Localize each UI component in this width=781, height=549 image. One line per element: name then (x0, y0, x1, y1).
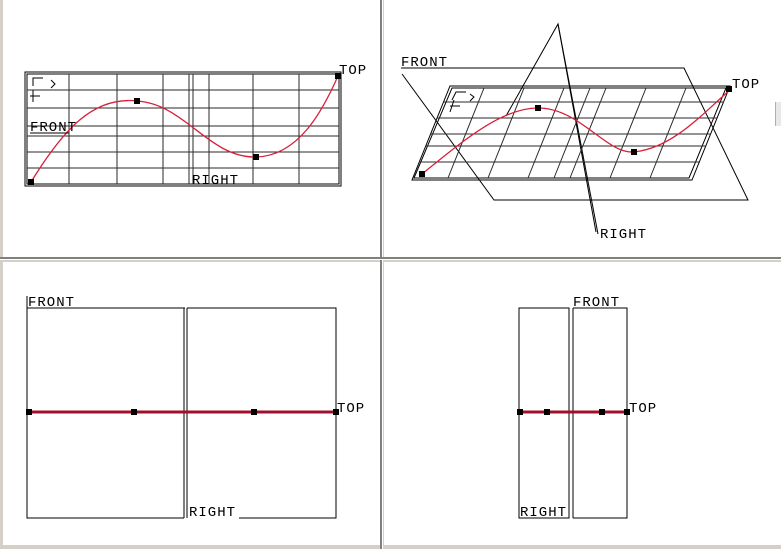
coordinate-system-icon (30, 77, 56, 102)
sketch-canvas-top-left: FRONT RIGHT TOP (24, 63, 367, 189)
spline-point[interactable] (335, 73, 341, 79)
datum-label-right[interactable]: RIGHT (192, 173, 239, 189)
spline-point[interactable] (624, 409, 630, 415)
datum-label-front[interactable]: FRONT (573, 295, 620, 311)
coordinate-system-icon (449, 91, 475, 113)
spline-point[interactable] (535, 105, 541, 111)
datum-frame (24, 71, 342, 187)
datum-plane-right (505, 22, 599, 235)
spline-curve (421, 89, 731, 175)
sketch-canvas-bottom-right: FRONT RIGHT TOP (517, 295, 657, 521)
spline-point[interactable] (631, 149, 637, 155)
sketch-grid (411, 85, 731, 181)
spline-point[interactable] (599, 409, 605, 415)
viewport-bottom-left[interactable]: FRONT RIGHT TOP (3, 262, 380, 545)
viewport-bottom-right[interactable]: FRONT RIGHT TOP (384, 262, 781, 545)
spline-point[interactable] (251, 409, 257, 415)
datum-label-front[interactable]: FRONT (28, 295, 75, 311)
sketch-grid (27, 74, 339, 184)
spline-point[interactable] (544, 409, 550, 415)
datum-plane-front (26, 296, 184, 519)
spline-point[interactable] (26, 409, 32, 415)
viewport-top-right[interactable]: FRONT RIGHT TOP (384, 0, 781, 257)
spline-point[interactable] (419, 171, 425, 177)
spline-point[interactable] (134, 98, 140, 104)
datum-label-right[interactable]: RIGHT (600, 227, 647, 243)
spline-point[interactable] (253, 154, 259, 160)
datum-label-top[interactable]: TOP (629, 401, 657, 417)
datum-label-front[interactable]: FRONT (401, 55, 448, 71)
spline-point[interactable] (333, 409, 339, 415)
datum-plane-front (401, 67, 749, 201)
datum-label-right[interactable]: RIGHT (189, 505, 236, 521)
viewport-divider-vertical[interactable] (380, 0, 382, 549)
spline-point[interactable] (131, 409, 137, 415)
datum-label-top[interactable]: TOP (339, 63, 367, 79)
spline-curve (30, 75, 339, 183)
spline-point[interactable] (28, 179, 34, 185)
datum-label-top[interactable]: TOP (337, 401, 365, 417)
viewport-top-left[interactable]: FRONT RIGHT TOP (3, 0, 380, 257)
spline-point[interactable] (726, 86, 732, 92)
sketch-canvas-top-right: FRONT RIGHT TOP (401, 22, 760, 243)
scrollbar-stub[interactable] (775, 102, 781, 126)
viewport-divider-vertical-highlight (382, 0, 383, 549)
datum-label-right[interactable]: RIGHT (520, 505, 567, 521)
viewport-divider-horizontal-highlight (0, 259, 781, 260)
sketch-canvas-bottom-left: FRONT RIGHT TOP (26, 295, 365, 521)
datum-label-top[interactable]: TOP (732, 77, 760, 93)
datum-frame-inner (26, 73, 340, 185)
datum-label-front[interactable]: FRONT (30, 120, 77, 136)
spline-point[interactable] (517, 409, 523, 415)
viewport-divider-horizontal[interactable] (0, 257, 781, 259)
